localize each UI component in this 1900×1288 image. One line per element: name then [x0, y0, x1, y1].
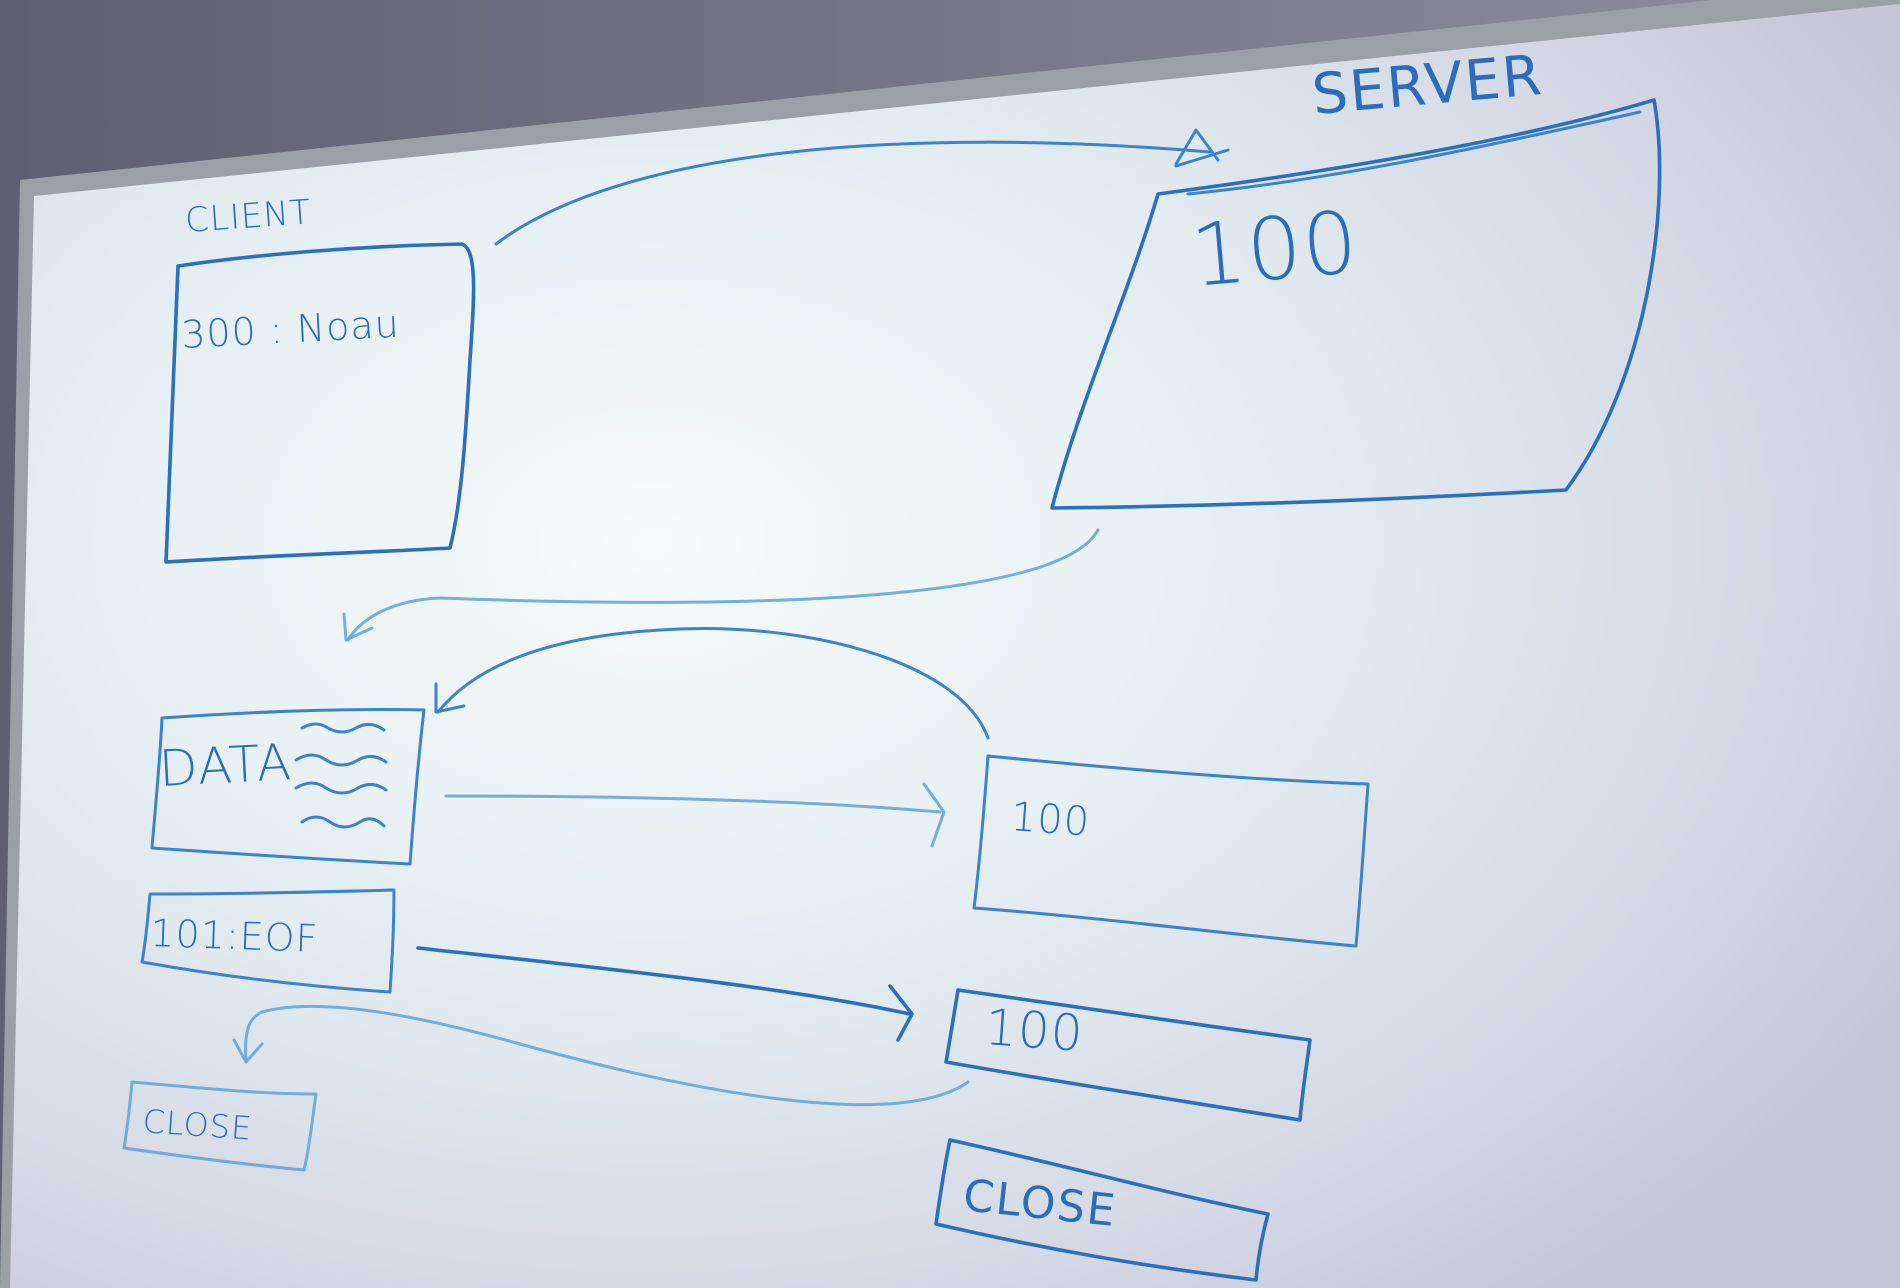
arrow-client-to-server	[494, 140, 1212, 246]
response-1-box-text: 100	[1009, 794, 1091, 845]
arrow-response-2-to-client-close	[244, 1004, 970, 1107]
data-box	[150, 707, 426, 866]
arrowhead-data-to-response-1	[922, 782, 946, 848]
server-box-text: 100	[1187, 193, 1362, 307]
whiteboard-surface	[10, 4, 1900, 1288]
server-close-box	[934, 1138, 1270, 1282]
server-box	[1050, 98, 1662, 510]
arrow-data-to-response-1	[444, 794, 942, 814]
arrow-response-to-data	[436, 626, 990, 740]
eof-box	[140, 888, 396, 994]
client-close-box-text: CLOSE	[141, 1102, 253, 1148]
arrowhead-response-to-data	[434, 682, 466, 714]
arrowhead-client-to-server	[1174, 128, 1230, 168]
data-squiggle-1	[300, 722, 386, 734]
client-label: CLIENT	[184, 192, 313, 241]
data-squiggle-2	[294, 753, 388, 767]
server-box-top-line	[1186, 110, 1642, 196]
response-1-box	[972, 754, 1370, 948]
client-box	[164, 242, 476, 564]
arrowhead-server-to-data	[342, 612, 374, 642]
data-squiggle-3	[294, 781, 388, 795]
response-2-box-text: 100	[983, 998, 1085, 1063]
eof-box-text: 101:EOF	[150, 911, 320, 961]
client-close-box	[122, 1080, 318, 1172]
arrow-eof-to-response-2	[416, 946, 912, 1016]
arrowhead-response-2-to-client-close	[232, 1038, 264, 1064]
data-squiggle-4	[300, 815, 386, 829]
arrowhead-eof-to-response-2	[888, 984, 914, 1042]
response-2-box	[944, 988, 1312, 1122]
arrow-server-to-data	[346, 528, 1100, 642]
data-box-text: DATA	[158, 733, 294, 798]
